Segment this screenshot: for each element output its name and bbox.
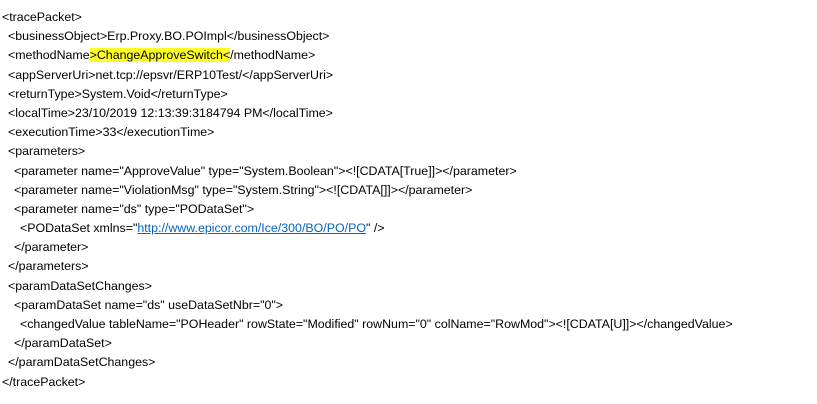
po-dataset-line: <PODataSet xmlns="http://www.epicor.com/… (0, 219, 817, 238)
method-name-open-tag: <methodName (8, 48, 90, 63)
method-name-highlight: >ChangeApproveSwitch< (89, 48, 231, 63)
parameters-close-tag: </parameters> (8, 259, 89, 274)
parameter-ds-open-tag: <parameter name="ds" type="PODataSet"> (14, 201, 255, 216)
app-server-uri-line: <appServerUri>net.tcp://epsvr/ERP10Test/… (8, 67, 334, 82)
local-time-line: <localTime>23/10/2019 12:13:39:3184794 P… (8, 105, 333, 120)
trace-packet-open-tag: <tracePacket> (2, 10, 82, 24)
execution-time-line: <executionTime>33</executionTime> (8, 125, 215, 140)
changed-value-line: <changedValue tableName="POHeader" rowSt… (20, 317, 733, 331)
trace-packet-document: <tracePacket> <businessObject>Erp.Proxy.… (0, 8, 817, 392)
po-dataset-suffix: " /> (365, 221, 385, 236)
parameters-open-tag: <parameters> (8, 144, 86, 159)
method-name-line: <methodName>ChangeApproveSwitch</methodN… (0, 46, 817, 65)
po-dataset-namespace-link[interactable]: http://www.epicor.com/Ice/300/BO/PO/PO (137, 221, 366, 236)
parameter-approve-value-line: <parameter name="ApproveValue" type="Sys… (14, 163, 517, 178)
po-dataset-prefix: <PODataSet xmlns=" (20, 221, 138, 236)
param-dataset-open-tag: <paramDataSet name="ds" useDataSetNbr="0… (14, 297, 284, 312)
method-name-close-tag: /methodName> (230, 48, 316, 63)
param-dataset-close-tag: </paramDataSet> (14, 336, 112, 351)
param-dataset-changes-close-tag: </paramDataSetChanges> (8, 355, 156, 370)
param-dataset-changes-open-tag: <paramDataSetChanges> (8, 278, 152, 293)
business-object-line: <businessObject>Erp.Proxy.BO.POImpl</bus… (8, 29, 330, 44)
parameter-violation-msg-line: <parameter name="ViolationMsg" type="Sys… (14, 182, 473, 197)
trace-packet-close-tag: </tracePacket> (2, 374, 86, 389)
return-type-line: <returnType>System.Void</returnType> (8, 86, 228, 101)
parameter-close-tag: </parameter> (14, 240, 89, 255)
